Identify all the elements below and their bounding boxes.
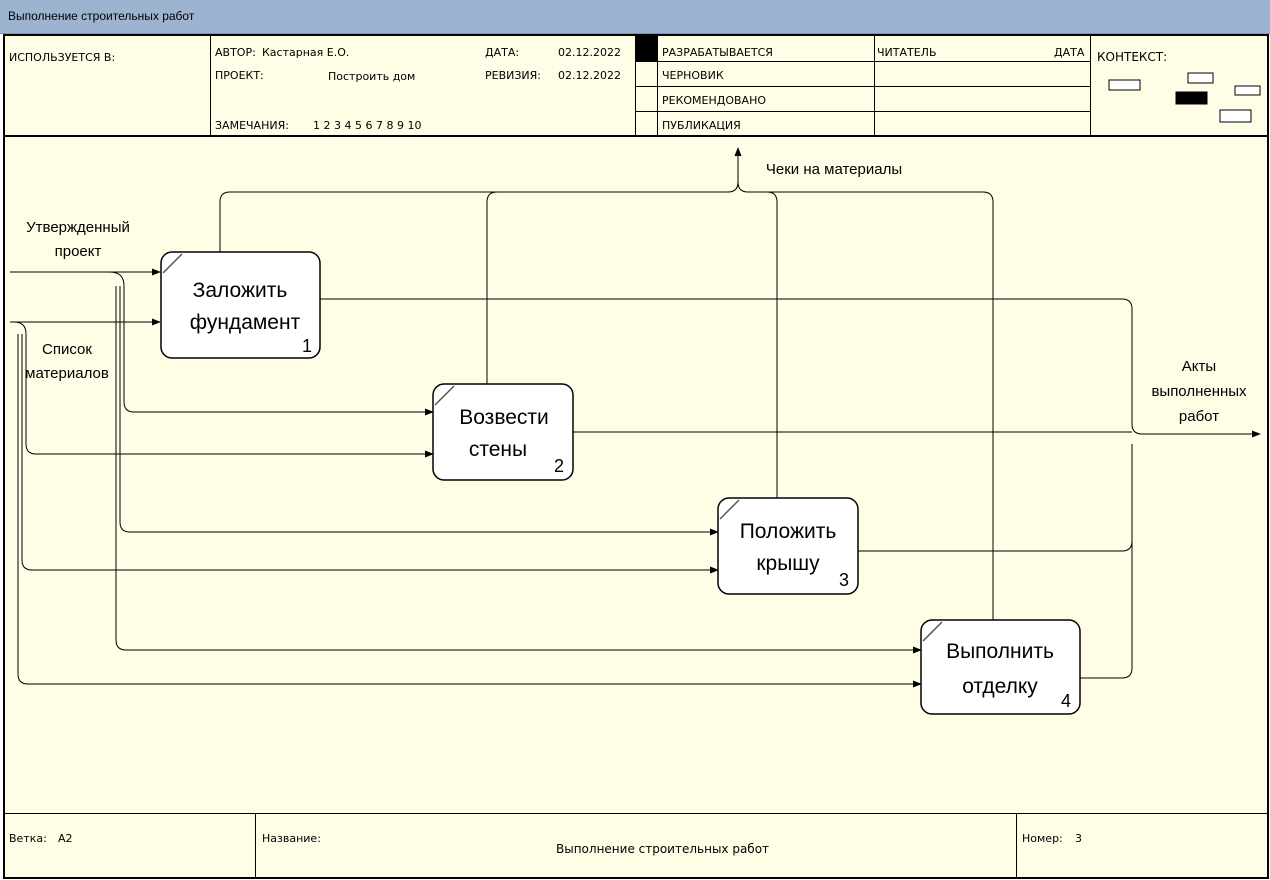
arrow-box-2-to-receipts [486, 191, 728, 384]
footer-divider [255, 813, 256, 879]
node-value: A2 [58, 832, 73, 845]
header-bottom-line [3, 135, 1269, 137]
box-1-number: 1 [302, 336, 312, 356]
box-1-label-line2[interactable]: фундамент [190, 311, 301, 334]
reader-label: ЧИТАТЕЛЬ [877, 46, 937, 59]
header-divider [874, 34, 875, 135]
reader-date-label: ДАТА [1054, 46, 1085, 59]
arrow-box-4-to-receipts [748, 191, 994, 620]
author-value: Кастарная Е.О. [262, 46, 350, 59]
box-3-label-line2[interactable]: крышу [756, 552, 820, 575]
header-divider [1090, 34, 1091, 135]
author-label: АВТОР: [215, 46, 256, 59]
window-title: Выполнение строительных работ [8, 9, 195, 23]
box-4-label-line1[interactable]: Выполнить [946, 640, 1054, 663]
status-draft: ЧЕРНОВИК [662, 69, 724, 82]
output-acts-line1: Акты [1182, 358, 1216, 375]
window-titlebar: Выполнение строительных работ [0, 0, 1270, 34]
footer-title: Выполнение строительных работ [556, 842, 770, 856]
input-approved-project-line2: проект [55, 243, 102, 260]
used-in-label: ИСПОЛЬЗУЕТСЯ В: [9, 51, 116, 64]
number-label: Номер: [1022, 832, 1063, 845]
box-4-number: 4 [1061, 691, 1071, 711]
output-receipts-label: Чеки на материалы [766, 161, 902, 178]
status-row-line [635, 61, 1090, 62]
arrow-materials-to-box-2 [13, 321, 434, 458]
box-3-label-line1[interactable]: Положить [740, 520, 837, 543]
title-label: Название: [262, 832, 321, 845]
arrow-box-1-to-acts [320, 298, 1261, 438]
box-2-label-line2[interactable]: стены [469, 438, 527, 461]
number-value: 3 [1075, 832, 1082, 845]
arrow-materials-to-box-4 [17, 334, 922, 688]
status-row-line [635, 86, 1090, 87]
footer-divider [1016, 813, 1017, 879]
arrow-box-1-to-receipts [219, 147, 742, 252]
input-approved-project-line1: Утвержденный [26, 219, 130, 236]
arrow-materials-to-box-3 [21, 334, 719, 574]
header-divider [635, 34, 636, 135]
arrow-approved-project-to-box-2 [109, 271, 434, 416]
status-publication: ПУБЛИКАЦИЯ [662, 119, 741, 132]
project-label: ПРОЕКТ: [215, 69, 264, 82]
project-value: Построить дом [328, 70, 416, 83]
arrow-approved-project-to-box-3 [119, 286, 719, 536]
date-label: ДАТА: [485, 46, 520, 59]
header-divider [210, 34, 211, 135]
box-1-label-line1[interactable]: Заложить [193, 279, 288, 302]
status-recommended: РЕКОМЕНДОВАНО [662, 94, 767, 107]
revision-label: РЕВИЗИЯ: [485, 69, 541, 82]
context-label: КОНТЕКСТ: [1097, 50, 1168, 64]
output-acts-line3: работ [1179, 408, 1219, 425]
status-working: РАЗРАБАТЫВАЕТСЯ [662, 46, 773, 59]
box-2-label-line1[interactable]: Возвести [459, 406, 549, 429]
idef0-frame [3, 34, 1269, 879]
box-2-number: 2 [554, 456, 564, 476]
notes-value: 1 2 3 4 5 6 7 8 9 10 [313, 119, 422, 132]
revision-value: 02.12.2022 [558, 69, 621, 82]
arrow-approved-project-to-box-4 [115, 286, 922, 654]
input-materials-line2: материалов [25, 365, 109, 382]
status-row-line [635, 111, 1090, 112]
box-4-label-line2[interactable]: отделку [962, 675, 1038, 698]
input-materials-line1: Список [42, 341, 92, 358]
box-3-number: 3 [839, 570, 849, 590]
node-label: Ветка: [9, 832, 47, 845]
header-divider [657, 34, 658, 135]
output-acts-line2: выполненных [1151, 383, 1247, 400]
status-marker [636, 36, 657, 61]
notes-label: ЗАМЕЧАНИЯ: [215, 119, 289, 132]
footer-top-line [3, 813, 1269, 814]
date-value: 02.12.2022 [558, 46, 621, 59]
arrow-box-4-to-acts [1080, 444, 1133, 679]
